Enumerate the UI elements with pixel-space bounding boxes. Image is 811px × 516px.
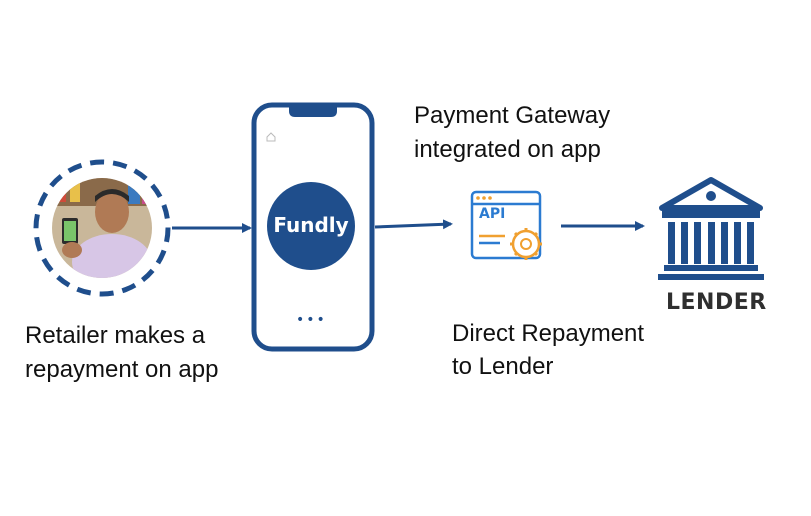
retailer-photo (33, 159, 171, 297)
bank-building-icon (658, 177, 764, 280)
brand-name: Fundly (273, 213, 349, 237)
retailer-label-line2: repayment on app (25, 356, 219, 383)
phone-dots: ••• (296, 312, 327, 328)
fundly-logo-circle (267, 182, 355, 270)
api-gear-icon (470, 190, 542, 260)
api-label: API (479, 206, 506, 222)
gateway-label-line1: Payment Gateway (414, 102, 611, 129)
arrow-icon (374, 219, 453, 230)
direct-label-line2: to Lender (452, 353, 554, 380)
retailer-label-line1: Retailer makes a (25, 322, 206, 349)
direct-label-line1: Direct Repayment (452, 320, 645, 347)
gateway-label-line2: integrated on app (414, 136, 601, 163)
smartphone-icon (251, 102, 375, 352)
lender-label: LENDER (666, 290, 767, 315)
